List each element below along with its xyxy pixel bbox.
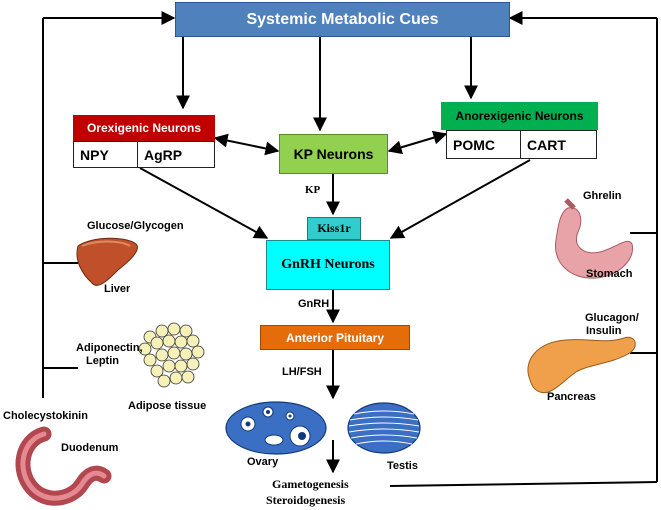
testis-image — [347, 402, 421, 454]
ghrelin-label: Ghrelin — [583, 190, 622, 202]
duodenum-image — [15, 426, 112, 506]
cart-cell: CART — [520, 130, 597, 159]
anterior-pituitary-box: Anterior Pituitary — [260, 325, 410, 350]
pomc-cell: POMC — [446, 130, 521, 159]
cholecystokinin-label: Cholecystokinin — [3, 410, 88, 422]
kp-neurons-box: KP Neurons — [279, 134, 388, 174]
pancreas-image — [527, 336, 636, 394]
liver-label: Liver — [104, 283, 131, 295]
orexigenic-kp-arrow — [213, 133, 280, 156]
glucagon-label: Glucagon/ — [585, 312, 639, 324]
kp-label: KP — [305, 184, 321, 196]
arrow-npy-to-gnrh — [139, 167, 269, 239]
kiss1r-box: Kiss1r — [307, 217, 361, 240]
ovary-label: Ovary — [247, 456, 279, 468]
adipose-image — [138, 322, 205, 388]
adipose-tissue-label: Adipose tissue — [128, 400, 207, 412]
anorexigenic-kp-arrow — [387, 130, 448, 155]
steroidogenesis-label: Steroidogenesis — [266, 493, 346, 507]
pancreas-label: Pancreas — [547, 391, 596, 403]
adiponectin-label: Adiponectin, — [76, 342, 143, 354]
gonad-feedback-line — [389, 481, 658, 487]
gnrh-label: GnRH — [298, 298, 330, 310]
liver-image — [76, 237, 138, 286]
systemic-metabolic-cues-box: Systemic Metabolic Cues — [175, 2, 510, 37]
gnrh-neurons-box: GnRH Neurons — [266, 240, 390, 290]
glucose-glycogen-label: Glucose/Glycogen — [87, 220, 184, 232]
ovary-image — [225, 401, 327, 455]
stomach-image — [554, 198, 634, 279]
insulin-label: Insulin — [586, 325, 622, 337]
testis-label: Testis — [387, 460, 418, 472]
leptin-label: Leptin — [86, 355, 119, 367]
lhfsh-label: LH/FSH — [282, 366, 322, 378]
stomach-label: Stomach — [586, 268, 633, 280]
npy-cell: NPY — [73, 141, 138, 168]
agrp-cell: AgRP — [137, 141, 215, 168]
anorexigenic-neurons-box: Anorexigenic Neurons — [441, 102, 598, 130]
gametogenesis-label: Gametogenesis — [272, 477, 349, 491]
arrow-cart-to-gnrh — [389, 159, 531, 239]
duodenum-label: Duodenum — [61, 442, 119, 454]
orexigenic-neurons-box: Orexigenic Neurons — [73, 115, 215, 141]
